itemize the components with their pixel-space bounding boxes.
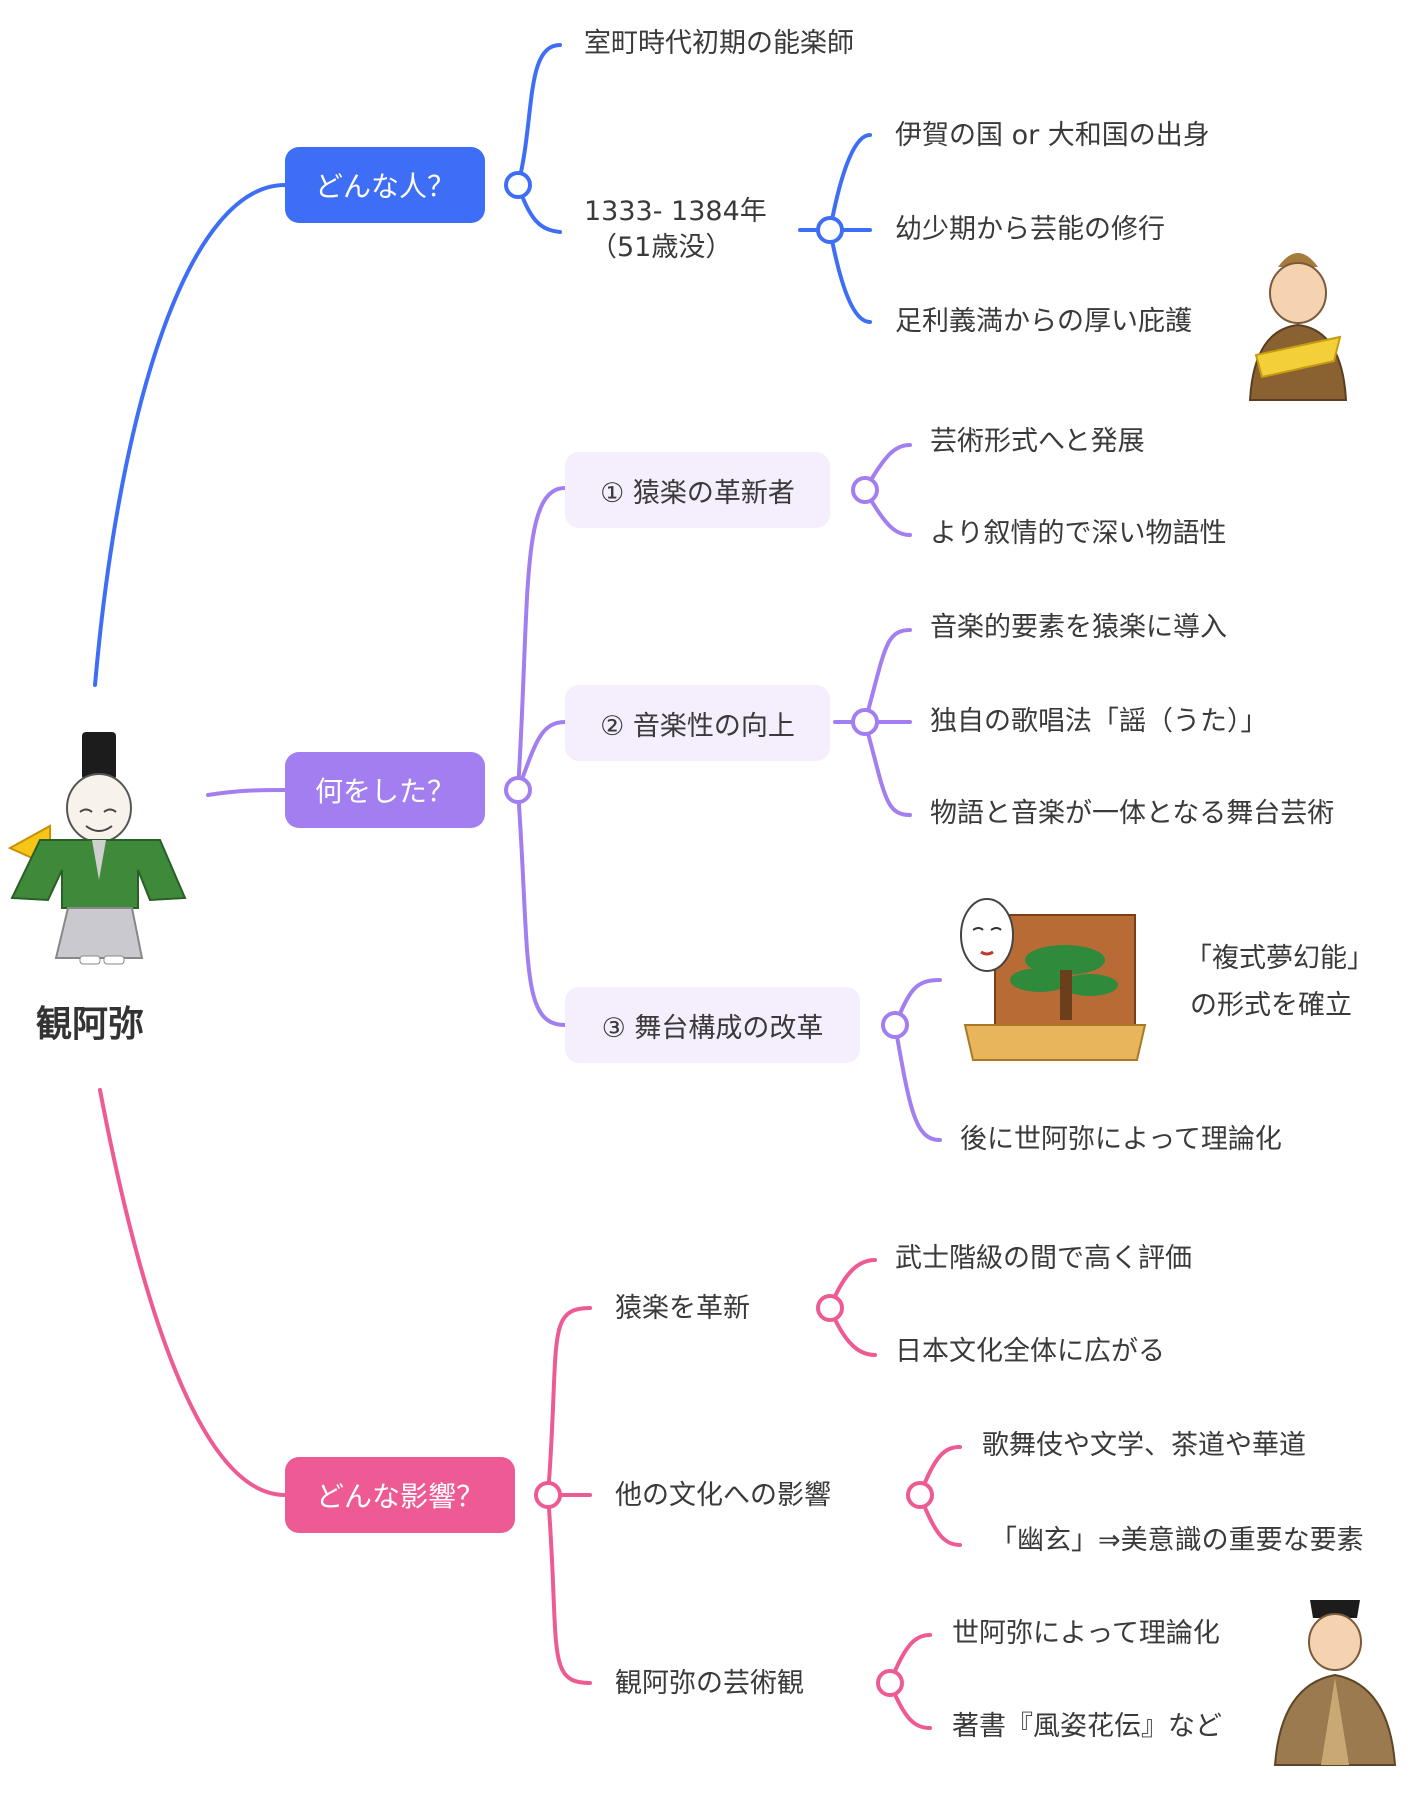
line-influence-sub3 — [546, 1493, 592, 1685]
line-did-sub1 — [516, 486, 567, 792]
influence-aesthetic-item2: 著書『風姿花伝』など — [952, 1711, 1222, 1742]
who-era: 室町時代初期の能楽師 — [584, 28, 854, 59]
line-years-detail1 — [828, 133, 872, 232]
line-did-sub3 — [516, 788, 567, 1027]
did-innovator-item2: より叙情的で深い物語性 — [930, 518, 1227, 549]
influence-sub-innovate: 猿楽を革新 — [615, 1293, 750, 1324]
influence-culture-item1: 歌舞伎や文学、茶道や華道 — [982, 1430, 1306, 1461]
branch-who[interactable]: どんな人？ — [285, 147, 485, 223]
root-title: 観阿弥 — [36, 1004, 145, 1045]
line-who-era — [516, 43, 562, 187]
who-years-line2: （51歳没） — [590, 232, 733, 263]
did-musicality-item3: 物語と音楽が一体となる舞台芸術 — [930, 798, 1335, 829]
who-detail-patronage: 足利義満からの厚い庇護 — [895, 306, 1192, 337]
did-stage-item2: の形式を確立 — [1190, 990, 1352, 1021]
node-sub2 — [851, 708, 879, 736]
node-sub3 — [881, 1011, 909, 1039]
did-musicality-item2: 独自の歌唱法「謡（うた）」 — [930, 706, 1268, 737]
influence-innovate-item2: 日本文化全体に広がる — [895, 1336, 1165, 1367]
who-detail-training: 幼少期から芸能の修行 — [895, 214, 1165, 245]
influence-sub-aesthetic: 観阿弥の芸術観 — [615, 1668, 804, 1699]
influence-sub-culture: 他の文化への影響 — [615, 1480, 831, 1511]
yoshimitsu-illustration — [1248, 253, 1348, 401]
influence-culture-item2: 「幽玄」⇒美意識の重要な要素 — [990, 1525, 1364, 1556]
who-years-line1: 1333- 1384年 — [584, 196, 767, 227]
node-isub1 — [816, 1294, 844, 1322]
did-innovator-item1: 芸術形式へと発展 — [930, 426, 1145, 457]
line-root-who — [93, 183, 287, 687]
zeami-illustration — [1273, 1600, 1397, 1766]
who-detail-birthplace: 伊賀の国 or 大和国の出身 — [895, 120, 1210, 151]
node-isub3 — [876, 1669, 904, 1697]
did-musicality-item1: 音楽的要素を猿楽に導入 — [930, 612, 1227, 643]
line-years-detail3 — [828, 228, 872, 324]
did-sub-stage[interactable]: ③ 舞台構成の改革 — [565, 987, 860, 1063]
node-sub1 — [851, 476, 879, 504]
node-isub2 — [906, 1481, 934, 1509]
line-sub2-c — [863, 720, 912, 817]
did-stage-item1: 「複式夢幻能」 — [1185, 943, 1374, 974]
line-sub2-a — [863, 628, 912, 724]
branch-influence[interactable]: どんな影響？ — [285, 1457, 515, 1533]
node-influence — [534, 1481, 562, 1509]
influence-innovate-item1: 武士階級の間で高く評価 — [895, 1243, 1192, 1274]
node-did — [504, 776, 532, 804]
line-sub3-b — [893, 1023, 942, 1142]
did-stage-item3: 後に世阿弥によって理論化 — [960, 1124, 1282, 1155]
line-root-did — [206, 788, 287, 797]
line-influence-sub1 — [546, 1306, 592, 1497]
did-sub-innovator[interactable]: ① 猿楽の革新者 — [565, 452, 830, 528]
influence-aesthetic-item1: 世阿弥によって理論化 — [952, 1618, 1220, 1649]
did-sub-musicality[interactable]: ② 音楽性の向上 — [565, 685, 830, 761]
kanami-illustration — [7, 732, 187, 965]
line-root-influence — [98, 1088, 287, 1497]
node-who — [504, 171, 532, 199]
node-years — [816, 216, 844, 244]
noh-stage-illustration — [960, 898, 1147, 1061]
branch-did[interactable]: 何をした？ — [285, 752, 485, 828]
